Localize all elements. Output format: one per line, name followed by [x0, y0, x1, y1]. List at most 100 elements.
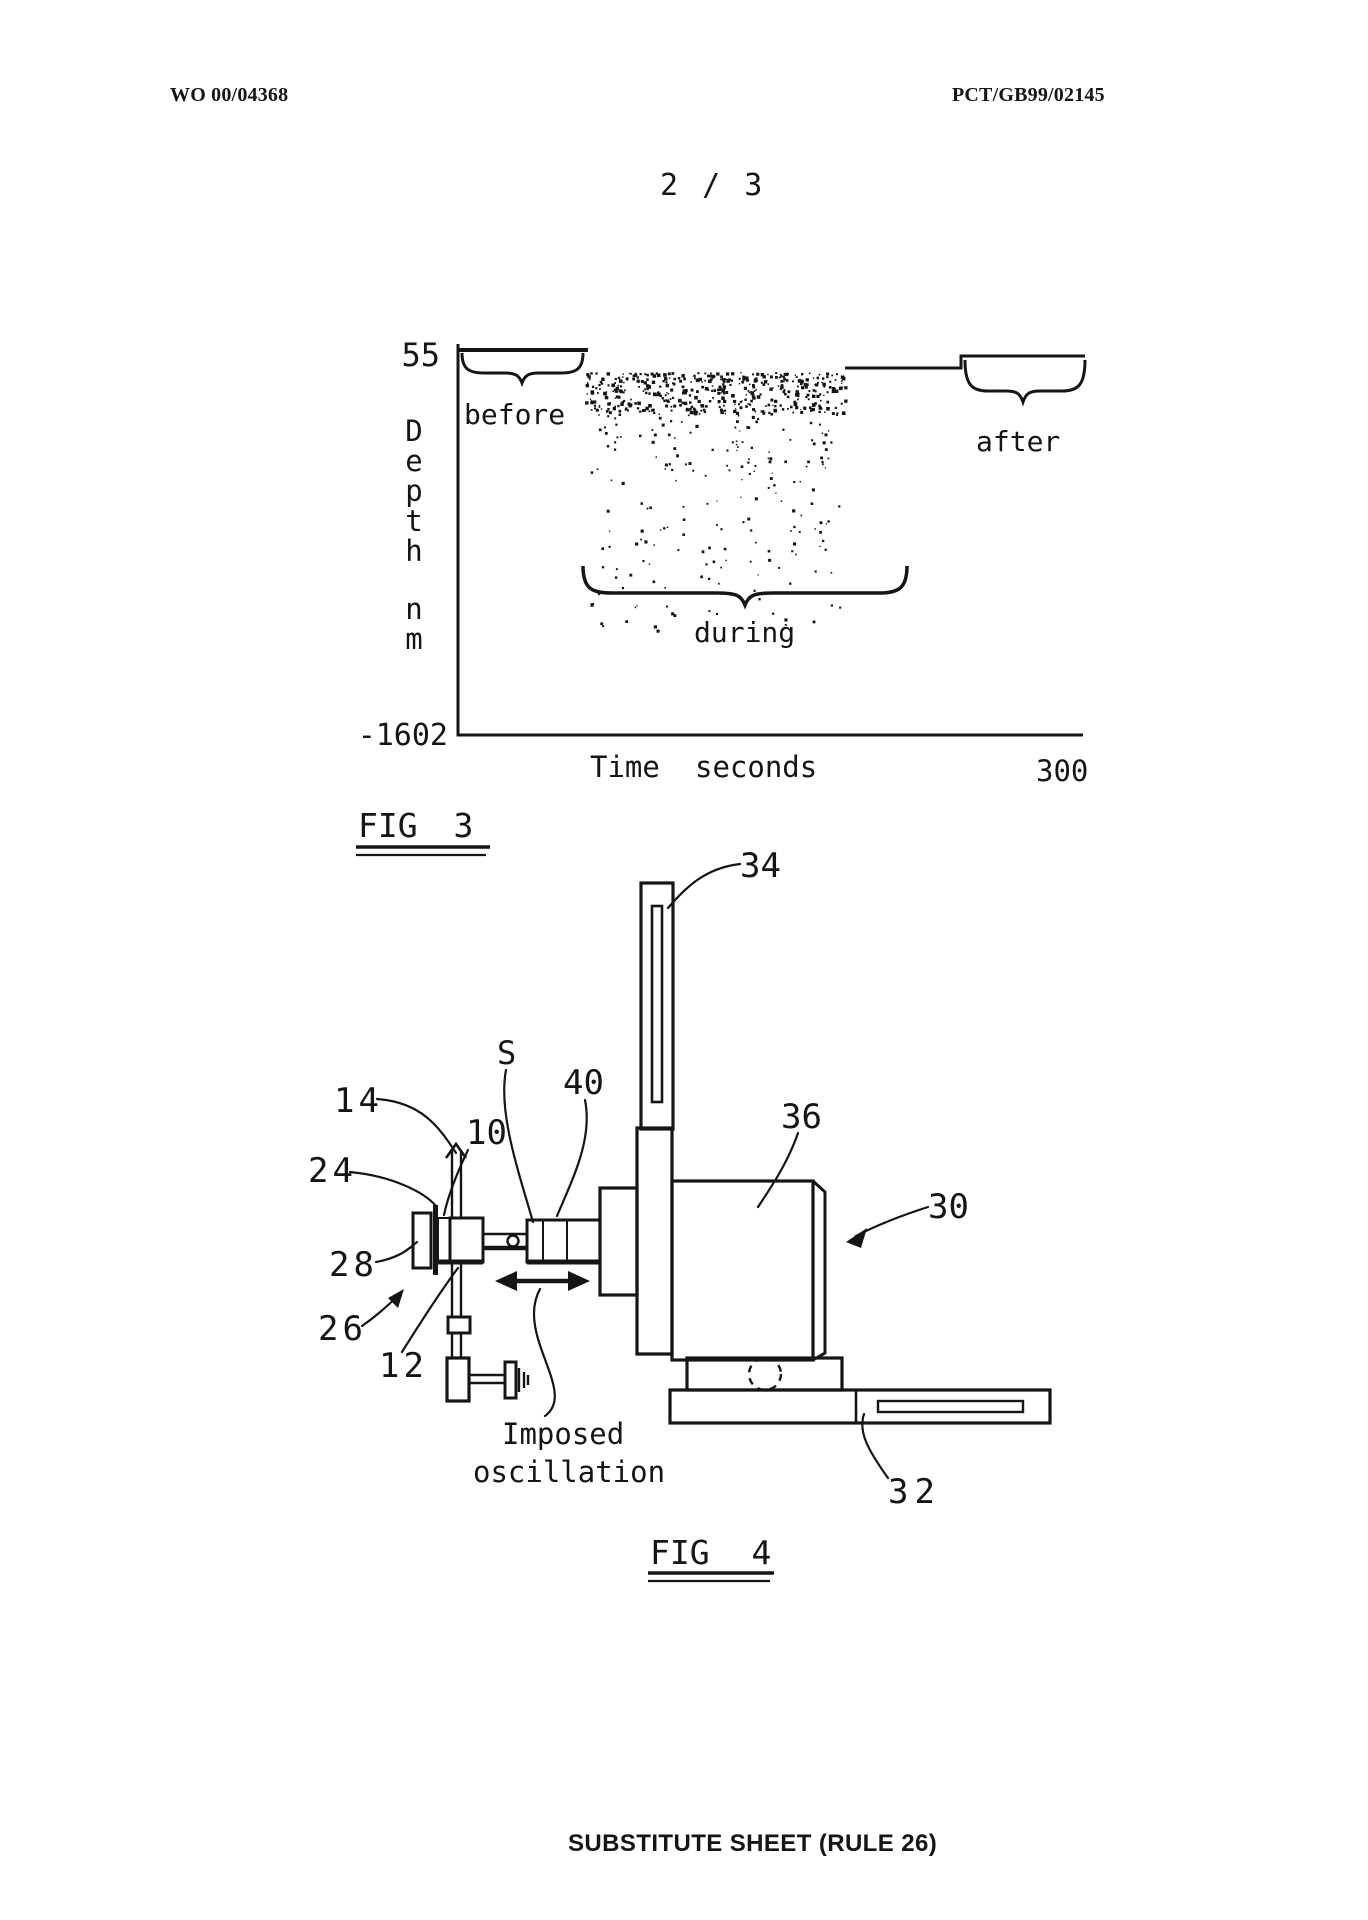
brace-after	[963, 359, 1087, 407]
leader-32	[861, 1412, 890, 1480]
scatter-dot	[752, 385, 756, 389]
scatter-dot	[644, 540, 648, 544]
scatter-dot	[704, 474, 707, 477]
scatter-dot	[746, 378, 749, 382]
scatter-dot	[644, 373, 647, 376]
scatter-dot	[712, 397, 714, 399]
scatter-dot	[841, 382, 843, 384]
scatter-dot	[752, 384, 755, 387]
scatter-dot	[737, 446, 739, 448]
scatter-dot	[750, 446, 753, 449]
scatter-dot	[692, 469, 695, 472]
scatter-dot	[722, 383, 725, 386]
page-indicator: 2 / 3	[660, 168, 766, 203]
scatter-dot	[590, 372, 593, 375]
scatter-dot	[763, 380, 768, 384]
scatter-dot	[717, 400, 721, 403]
scatter-dot	[637, 376, 639, 378]
y-axis-letter: h	[405, 534, 422, 568]
scatter-dot	[639, 434, 642, 438]
scatter-dot	[669, 398, 672, 400]
scatter-dot	[773, 484, 776, 487]
scatter-dot	[661, 397, 664, 400]
scatter-dot	[642, 560, 645, 563]
fig3-scatter-cloud	[585, 372, 848, 633]
scatter-dot	[598, 414, 600, 416]
flange-26	[433, 1205, 438, 1275]
scatter-dot	[723, 409, 727, 412]
scatter-dot	[600, 622, 604, 626]
scatter-dot	[747, 462, 749, 464]
scatter-dot	[811, 407, 815, 412]
scatter-dot	[630, 373, 632, 375]
scatter-dot	[723, 399, 727, 404]
scatter-dot	[665, 383, 670, 388]
y-axis-letter: t	[405, 504, 422, 538]
scatter-dot	[606, 445, 610, 448]
scatter-dot	[740, 496, 742, 498]
scatter-dot	[652, 374, 657, 378]
scatter-dot	[770, 413, 774, 416]
scatter-dot	[762, 373, 764, 376]
scatter-dot	[636, 605, 638, 607]
scatter-dot	[651, 440, 655, 444]
leader-30	[854, 1205, 930, 1238]
scatter-dot	[622, 391, 625, 394]
scatter-dot	[748, 391, 751, 394]
scatter-dot	[690, 412, 693, 415]
y-axis-unit-letter: m	[405, 622, 422, 656]
scatter-dot	[718, 582, 720, 585]
scatter-dot	[608, 402, 611, 405]
scatter-dot	[803, 382, 807, 386]
fig4-caption: FIG 4	[650, 1533, 771, 1572]
scatter-dot	[783, 372, 787, 376]
scatter-dot	[742, 521, 745, 524]
scatter-dot	[827, 457, 830, 460]
scatter-dot	[822, 441, 826, 445]
scatter-dot	[840, 380, 843, 382]
scatter-dot	[593, 404, 596, 407]
scatter-dot	[831, 389, 836, 394]
scatter-dot	[821, 463, 824, 466]
ref-label-S: S	[497, 1034, 516, 1072]
scatter-dot	[679, 379, 683, 383]
scatter-dot	[725, 391, 729, 394]
scatter-dot	[653, 544, 655, 546]
scatter-dot	[750, 399, 753, 403]
scatter-dot	[775, 372, 778, 374]
scatter-dot	[721, 378, 723, 380]
scatter-dot	[828, 430, 830, 432]
scatter-dot	[718, 405, 721, 408]
scatter-dot	[613, 388, 617, 391]
base-slot	[876, 1399, 1025, 1414]
scatter-dot	[615, 568, 618, 571]
scatter-dot	[754, 465, 757, 467]
scatter-dot	[793, 481, 796, 484]
scatter-dot	[696, 410, 699, 413]
ref-label-40: 40	[563, 1063, 604, 1103]
scatter-dot	[818, 404, 821, 408]
scatter-dot	[808, 390, 811, 392]
scatter-dot	[726, 464, 728, 467]
scatter-dot	[663, 399, 666, 403]
scatter-dot	[741, 479, 743, 481]
scatter-dot	[643, 381, 647, 385]
scatter-dot	[664, 394, 667, 397]
scatter-dot	[674, 437, 676, 439]
scatter-dot	[771, 472, 773, 474]
scatter-dot	[774, 399, 778, 404]
scatter-dot	[704, 405, 708, 408]
scatter-dot	[658, 416, 662, 420]
scatter-dot	[708, 577, 711, 580]
scatter-dot	[711, 385, 714, 387]
scatter-dot	[807, 398, 810, 401]
sample-holder	[525, 1218, 602, 1264]
scatter-dot	[617, 395, 621, 399]
scatter-dot	[747, 390, 750, 392]
scatter-dot	[754, 410, 757, 413]
scatter-dot	[814, 402, 817, 405]
scatter-dot	[723, 392, 726, 395]
x-axis-title-word1: Time	[590, 750, 660, 784]
machine-body-side	[811, 1179, 827, 1362]
